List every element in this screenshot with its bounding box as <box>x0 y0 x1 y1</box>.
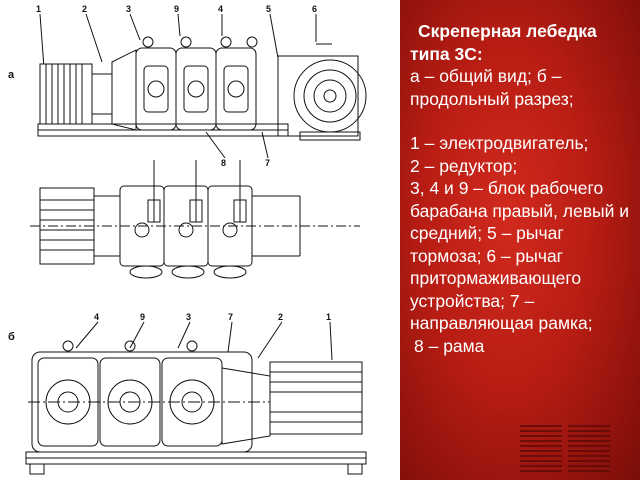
label-bottom-2: 2 <box>278 312 283 322</box>
label-top-9: 9 <box>174 4 179 14</box>
caption-title: Скреперная лебедка типа 3С: <box>410 20 636 65</box>
label-top-5: 5 <box>266 4 271 14</box>
caption-panel: Скреперная лебедка типа 3С: а – общий ви… <box>400 0 640 480</box>
label-top-3: 3 <box>126 4 131 14</box>
caption-item-3: 3, 4 и 9 – блок рабочего барабана правый… <box>410 178 629 333</box>
caption-item-1: 1 – электродвигатель; <box>410 133 589 153</box>
caption-title-line2: типа 3С: <box>410 43 483 64</box>
label-bottom-7: 7 <box>228 312 233 322</box>
view-a-general <box>37 13 367 159</box>
label-bottom-4: 4 <box>94 312 99 322</box>
label-bottom-3: 3 <box>186 312 191 322</box>
label-top-1: 1 <box>36 4 41 14</box>
label-bottom-9: 9 <box>140 312 145 322</box>
winch-technical-drawing: а б 1 2 3 9 4 5 6 8 7 4 9 3 7 2 1 <box>8 4 367 475</box>
caption-views: а – общий вид; б – продольный разрез; <box>410 66 574 109</box>
view-b-letter: б <box>8 331 15 343</box>
label-top-2: 2 <box>82 4 87 14</box>
label-top-6: 6 <box>312 4 317 14</box>
label-mid-7: 7 <box>265 158 270 168</box>
view-plan <box>30 160 360 279</box>
caption-title-line1: Скреперная лебедка <box>418 21 597 41</box>
decorative-stripes <box>520 425 610 472</box>
view-b-section <box>25 321 367 475</box>
label-bottom-1: 1 <box>326 312 331 322</box>
label-top-4: 4 <box>218 4 223 14</box>
caption-item-8: 8 – рама <box>414 335 485 356</box>
label-mid-8: 8 <box>221 158 226 168</box>
caption-item-2: 2 – редуктор; <box>410 155 518 176</box>
view-a-letter: а <box>8 69 15 81</box>
figure-labels: а б 1 2 3 9 4 5 6 8 7 4 9 3 7 2 1 <box>8 4 331 343</box>
